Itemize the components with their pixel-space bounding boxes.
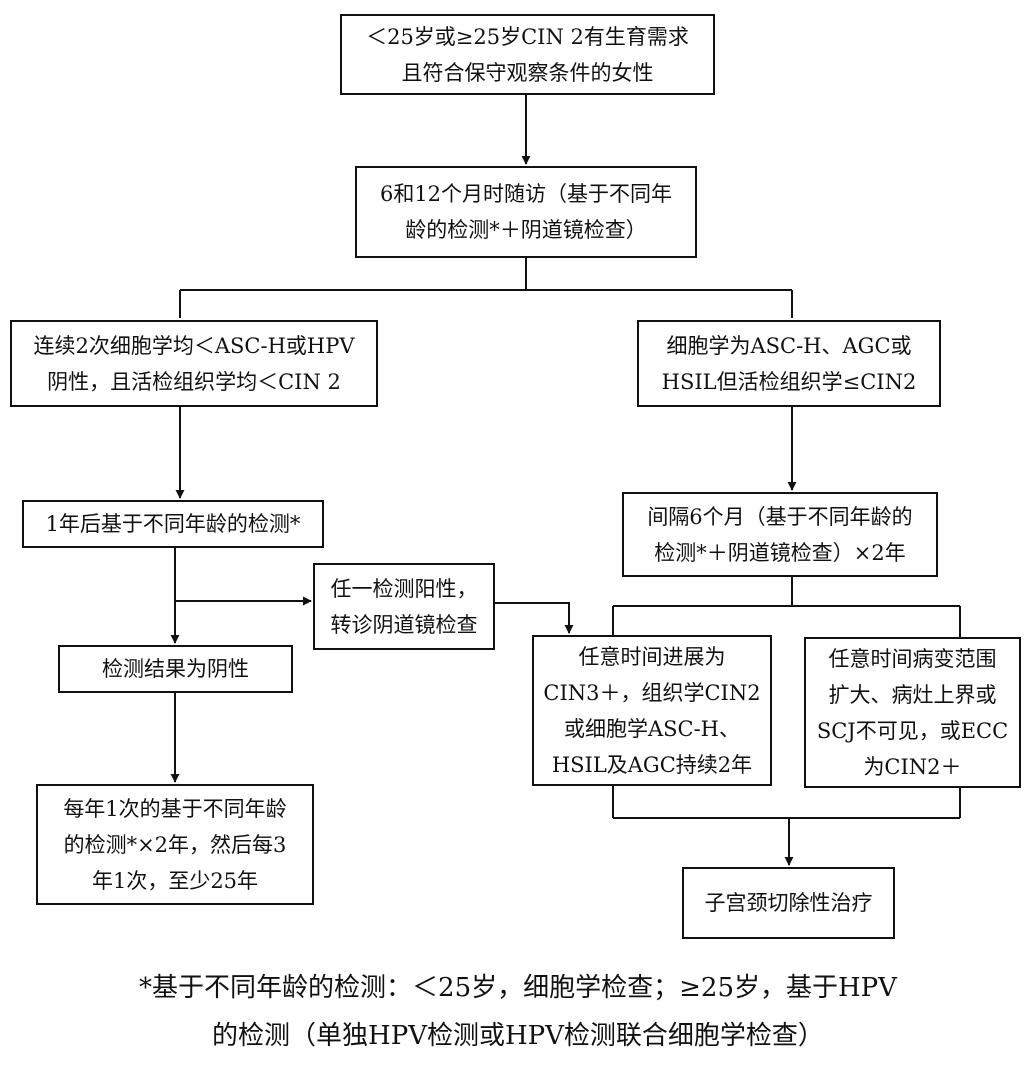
node-left-criteria: 连续2次细胞学均＜ASC-H或HPV 阴性，且活检组织学均＜CIN 2 [10,320,378,407]
node-hysterectomy-text: 子宫颈切除性治疗 [704,891,873,915]
node-right-criteria-text: 细胞学为ASC-H、AGC或 HSIL但活检组织学≤CIN2 [661,333,917,394]
arrow-any-positive-to-progress [495,602,574,634]
node-lesion-expand: 任意时间病变范围 扩大、病灶上界或 SCJ不可见，或ECC 为CIN2＋ [804,637,1021,788]
node-annual: 每年1次的基于不同年龄 的检测*×2年，然后每3 年1次，至少25年 [36,784,314,905]
node-one-year-test: 1年后基于不同年龄的检测* [22,500,324,548]
node-lesion-expand-text: 任意时间病变范围 扩大、病灶上界或 SCJ不可见，或ECC 为CIN2＋ [816,646,1009,779]
node-followup: 6和12个月时随访（基于不同年 龄的检测*＋阴道镜检查） [355,166,697,258]
node-negative-result-text: 检测结果为阴性 [102,657,249,681]
node-annual-text: 每年1次的基于不同年龄 的检测*×2年，然后每3 年1次，至少25年 [63,796,287,893]
node-any-positive-text: 任一检测阳性， 转诊阴道镜检查 [330,576,478,637]
node-interval-6m-text: 间隔6个月（基于不同年龄的 检测*＋阴道镜检查）×2年 [647,504,913,565]
node-negative-result: 检测结果为阴性 [58,645,293,693]
node-hysterectomy: 子宫颈切除性治疗 [682,867,895,939]
footnote-line-1: *基于不同年龄的检测：＜25岁，细胞学检查；≥25岁，基于HPV [139,973,897,1003]
node-right-criteria: 细胞学为ASC-H、AGC或 HSIL但活检组织学≤CIN2 [637,320,941,407]
node-progress: 任意时间进展为 CIN3＋，组织学CIN2 或细胞学ASC-H、 HSIL及AG… [532,635,772,786]
node-left-criteria-text: 连续2次细胞学均＜ASC-H或HPV 阴性，且活检组织学均＜CIN 2 [33,333,355,394]
node-start-text: ＜25岁或≥25岁CIN 2有生育需求 且符合保守观察条件的女性 [366,24,689,85]
node-progress-text: 任意时间进展为 CIN3＋，组织学CIN2 或细胞学ASC-H、 HSIL及AG… [543,644,761,777]
node-any-positive: 任一检测阳性， 转诊阴道镜检查 [313,563,495,650]
node-followup-text: 6和12个月时随访（基于不同年 龄的检测*＋阴道镜检查） [379,182,673,242]
footnote-line-2: 的检测（单独HPV检测或HPV检测联合细胞学检查） [212,1021,824,1051]
node-interval-6m: 间隔6个月（基于不同年龄的 检测*＋阴道镜检查）×2年 [622,492,938,577]
node-start: ＜25岁或≥25岁CIN 2有生育需求 且符合保守观察条件的女性 [340,14,715,95]
node-one-year-test-text: 1年后基于不同年龄的检测* [45,512,301,536]
